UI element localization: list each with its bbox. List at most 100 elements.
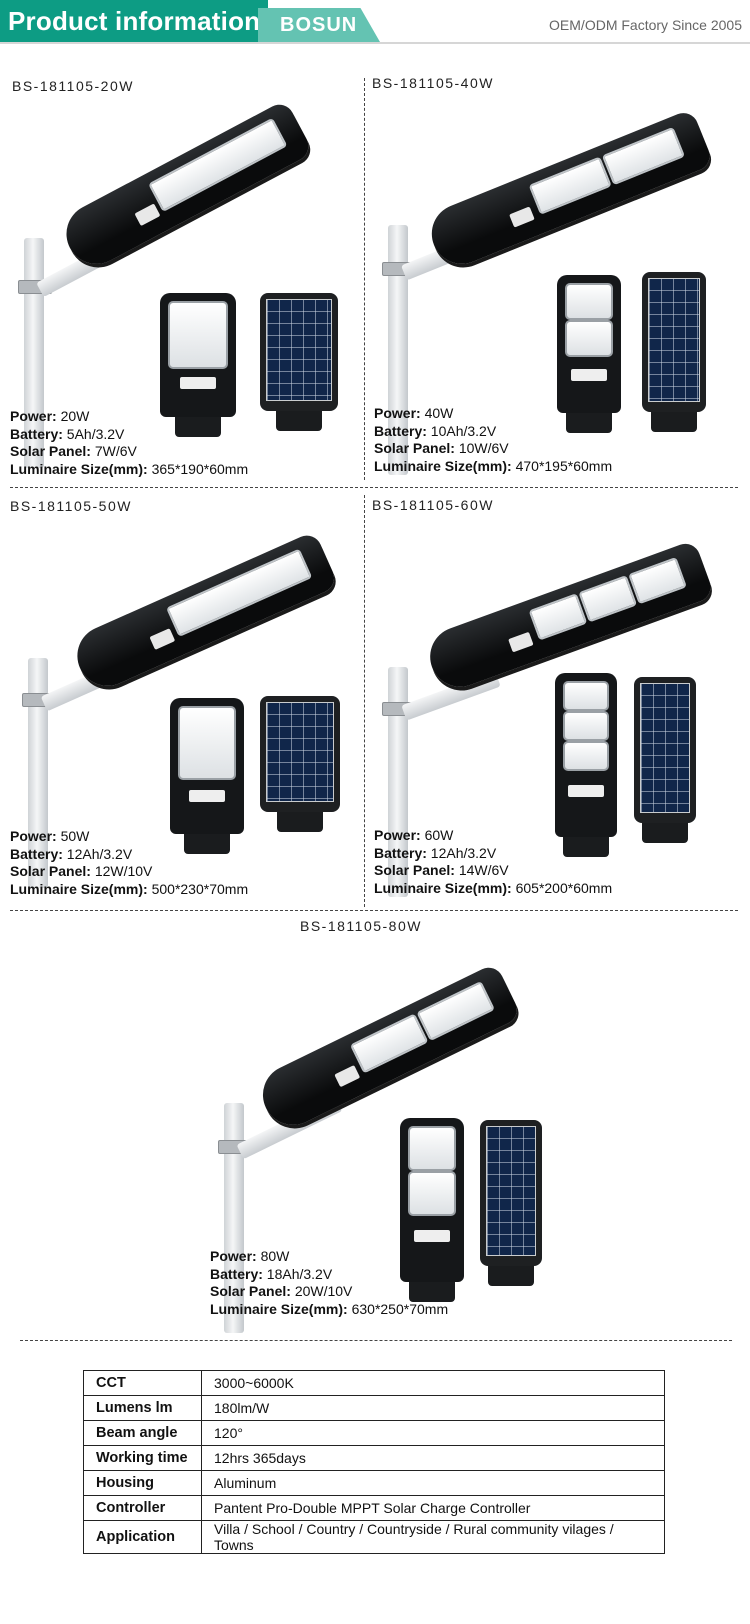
spec-value: 7W/6V (94, 443, 137, 459)
lamp-back-view (642, 272, 706, 432)
led-module (168, 301, 228, 369)
product-photo (10, 498, 370, 888)
lamp-back-view (260, 696, 340, 832)
spec-label: Luminaire Size(mm): (10, 880, 148, 897)
header-title-block: Product information (0, 0, 268, 42)
pir-sensor (149, 628, 176, 650)
spec-line: Solar Panel: 10W/6V (374, 440, 612, 458)
led-module (563, 681, 609, 711)
pir-sensor (334, 1065, 361, 1088)
lamp-front-view (160, 293, 236, 437)
led-module (528, 156, 612, 215)
led-module (165, 548, 313, 638)
brand-name: BOSUN (280, 14, 358, 36)
light-pole (224, 1103, 244, 1333)
light-pole (28, 658, 48, 888)
mount-bracket (277, 812, 323, 832)
spec-value: 40W (424, 405, 454, 421)
lamp-angled-view (67, 530, 339, 696)
pir-sensor (134, 203, 161, 227)
spec-value: Pantent Pro-Double MPPT Solar Charge Con… (201, 1495, 665, 1521)
product-photo (210, 918, 570, 1333)
brand-block: BOSUN (258, 8, 380, 42)
spec-line: Solar Panel: 20W/10V (210, 1283, 448, 1301)
led-module (416, 980, 496, 1042)
spec-label: Power: (10, 828, 57, 844)
product-model: BS-181105-20W (12, 78, 134, 94)
lamp-angled-view (252, 962, 522, 1135)
pir-sensor (189, 790, 225, 802)
spec-label: Luminaire Size(mm): (374, 457, 512, 474)
spec-label: Solar Panel: (210, 1283, 291, 1299)
spec-line: Solar Panel: 12W/10V (10, 863, 248, 881)
light-pole (388, 667, 408, 897)
lamp-front-view (400, 1118, 464, 1302)
spec-line: Power: 80W (210, 1248, 448, 1266)
spec-label: Battery: (210, 1265, 263, 1282)
spec-value: 10W/6V (458, 440, 509, 456)
spec-value: Villa / School / Country / Countryside /… (201, 1520, 665, 1554)
mount-bracket (651, 412, 697, 432)
horizontal-divider-2 (10, 910, 738, 911)
spec-value: 50W (60, 828, 90, 844)
led-module (528, 593, 588, 641)
vertical-divider-top (364, 78, 365, 480)
spec-line: Luminaire Size(mm): 630*250*70mm (210, 1301, 448, 1319)
spec-value: 630*250*70mm (351, 1300, 449, 1317)
product-cell: BS-181105-50W Power: 50W Battery: 12Ah/3.2… (10, 498, 370, 908)
lamp-back-view (634, 677, 696, 843)
lamp-front-view (555, 673, 617, 857)
horizontal-divider-3 (20, 1340, 732, 1341)
spec-line: Battery: 10Ah/3.2V (374, 423, 612, 441)
solar-panel (640, 683, 690, 813)
spec-value: 3000~6000K (201, 1370, 665, 1396)
spec-value: 5Ah/3.2V (66, 425, 125, 442)
spec-line: Power: 20W (10, 408, 248, 426)
led-module (563, 741, 609, 771)
spec-line: Battery: 12Ah/3.2V (374, 845, 612, 863)
spec-label: Power: (374, 405, 421, 421)
spec-label: Battery: (374, 422, 427, 439)
product-model: BS-181105-60W (372, 497, 494, 513)
product-photo (10, 78, 370, 468)
spec-label: Power: (10, 408, 57, 424)
spec-value: 12Ah/3.2V (430, 844, 497, 861)
lamp-angled-view (422, 108, 715, 273)
vertical-divider-middle (364, 495, 365, 907)
spec-value: 10Ah/3.2V (430, 422, 497, 439)
pir-sensor (568, 785, 604, 797)
lamp-back-view (260, 293, 338, 431)
spec-value: 20W/10V (294, 1283, 353, 1299)
spec-label: Battery: (10, 845, 63, 862)
led-module (148, 117, 288, 213)
pir-sensor (571, 369, 607, 381)
spec-label: Solar Panel: (374, 440, 455, 456)
solar-panel (648, 278, 700, 402)
lamp-front-view (170, 698, 244, 854)
spec-key: Controller (83, 1495, 202, 1521)
product-model: BS-181105-80W (300, 918, 422, 934)
led-module (349, 1013, 429, 1074)
product-model: BS-181105-50W (10, 498, 132, 514)
led-module (578, 575, 638, 623)
spec-key: CCT (83, 1370, 202, 1396)
spec-value: 18Ah/3.2V (266, 1265, 333, 1282)
spec-line: Power: 40W (374, 405, 612, 423)
mount-bracket (409, 1282, 455, 1302)
spec-line: Battery: 12Ah/3.2V (10, 846, 248, 864)
led-module (563, 711, 609, 741)
spec-value: 120° (201, 1420, 665, 1446)
spec-line: Luminaire Size(mm): 470*195*60mm (374, 458, 612, 476)
led-module (408, 1126, 456, 1171)
